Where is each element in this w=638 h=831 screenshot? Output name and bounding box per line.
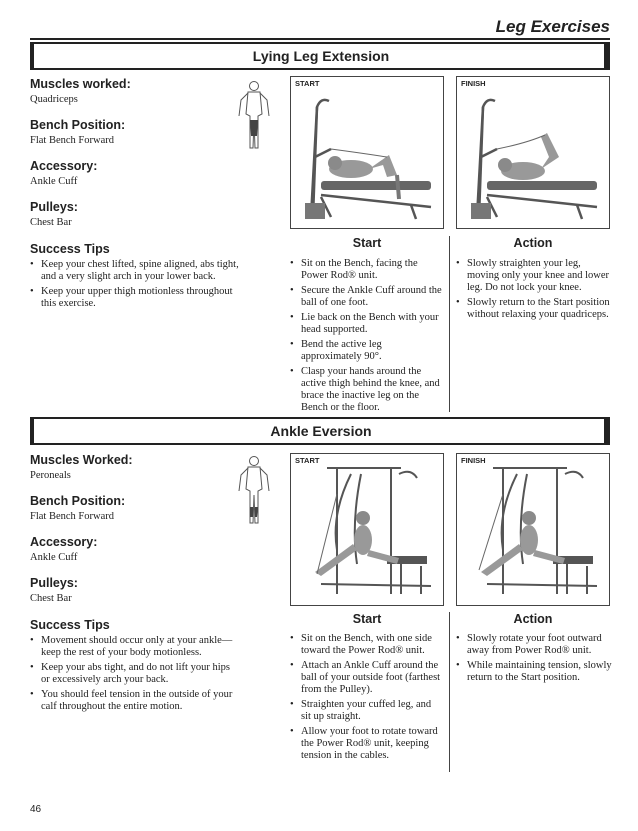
list-item: Sit on the Bench, facing the Power Rod® … — [290, 258, 442, 282]
start-heading: Start — [352, 612, 382, 626]
success-tips-list: Keep your chest lifted, spine aligned, a… — [30, 259, 240, 310]
list-item: Lie back on the Bench with your head sup… — [290, 312, 442, 336]
list-item: Slowly straighten your leg, moving only … — [456, 258, 612, 294]
exercise-details: Muscles Worked: Peroneals Bench Position… — [30, 453, 240, 716]
list-item: Slowly return to the Start position with… — [456, 297, 612, 321]
header-rule — [30, 38, 610, 40]
finish-image: FINISH — [456, 453, 610, 606]
muscles-value: Peroneals — [30, 470, 71, 481]
section-title-bar: Ankle Eversion — [30, 417, 610, 445]
start-steps-list: Sit on the Bench, with one side toward t… — [290, 633, 442, 765]
muscles-value: Quadriceps — [30, 94, 78, 105]
section-title: Ankle Eversion — [270, 423, 372, 439]
list-item: Keep your upper thigh motionless through… — [30, 286, 240, 310]
start-heading: Start — [352, 236, 382, 250]
column-divider — [449, 612, 450, 772]
section-ankle-eversion: Ankle Eversion — [30, 417, 610, 445]
accessory-value: Ankle Cuff — [30, 176, 78, 187]
exercise-machine-illustration — [478, 467, 598, 594]
list-item: Secure the Ankle Cuff around the ball of… — [290, 285, 442, 309]
column-divider — [449, 236, 450, 412]
list-item: Attach an Ankle Cuff around the ball of … — [290, 660, 442, 696]
start-image-label: START — [295, 456, 320, 465]
action-steps-list: Slowly straighten your leg, moving only … — [456, 258, 612, 324]
success-tips-label: Success Tips — [30, 618, 110, 632]
accessory-value: Ankle Cuff — [30, 552, 78, 563]
section-lying-leg-extension: Lying Leg Extension — [30, 42, 610, 70]
list-item: Clasp your hands around the active thigh… — [290, 366, 442, 414]
start-image: START — [290, 76, 444, 229]
exercise-machine-illustration — [471, 98, 598, 220]
bench-value: Flat Bench Forward — [30, 511, 114, 522]
page-number: 46 — [30, 804, 42, 815]
list-item: Bend the active leg approximately 90°. — [290, 339, 442, 363]
list-item: Sit on the Bench, with one side toward t… — [290, 633, 442, 657]
list-item: You should feel tension in the outside o… — [30, 689, 240, 713]
exercise-machine-illustration — [305, 98, 432, 220]
action-heading: Action — [513, 236, 553, 250]
finish-image: FINISH — [456, 76, 610, 229]
list-item: Allow your foot to rotate toward the Pow… — [290, 726, 442, 762]
list-item: Slowly rotate your foot outward away fro… — [456, 633, 612, 657]
anatomy-figure-icon — [238, 456, 270, 524]
accessory-label: Accessory: — [30, 159, 98, 173]
bench-label: Bench Position: — [30, 494, 126, 508]
accessory-label: Accessory: — [30, 535, 98, 549]
muscles-label: Muscles Worked: — [30, 453, 133, 467]
pulleys-value: Chest Bar — [30, 217, 72, 228]
bench-label: Bench Position: — [30, 118, 126, 132]
bench-value: Flat Bench Forward — [30, 135, 114, 146]
page-header-title: Leg Exercises — [495, 17, 610, 36]
list-item: While maintaining tension, slowly return… — [456, 660, 612, 684]
start-image-label: START — [295, 79, 320, 88]
list-item: Keep your abs tight, and do not lift you… — [30, 662, 240, 686]
action-heading: Action — [513, 612, 553, 626]
pulleys-label: Pulleys: — [30, 200, 78, 214]
success-tips-list: Movement should occur only at your ankle… — [30, 635, 240, 713]
pulleys-label: Pulleys: — [30, 576, 78, 590]
action-steps-list: Slowly rotate your foot outward away fro… — [456, 633, 612, 687]
success-tips-label: Success Tips — [30, 242, 110, 256]
start-steps-list: Sit on the Bench, facing the Power Rod® … — [290, 258, 442, 417]
list-item: Straighten your cuffed leg, and sit up s… — [290, 699, 442, 723]
exercise-details: Muscles worked: Quadriceps Bench Positio… — [30, 77, 240, 313]
exercise-machine-illustration — [315, 467, 432, 594]
muscles-label: Muscles worked: — [30, 77, 131, 91]
section-title: Lying Leg Extension — [252, 48, 390, 64]
list-item: Keep your chest lifted, spine aligned, a… — [30, 259, 240, 283]
finish-image-label: FINISH — [461, 79, 486, 88]
section-title-bar: Lying Leg Extension — [30, 42, 610, 70]
list-item: Movement should occur only at your ankle… — [30, 635, 240, 659]
pulleys-value: Chest Bar — [30, 593, 72, 604]
anatomy-figure-icon — [238, 81, 270, 149]
start-image: START — [290, 453, 444, 606]
finish-image-label: FINISH — [461, 456, 486, 465]
